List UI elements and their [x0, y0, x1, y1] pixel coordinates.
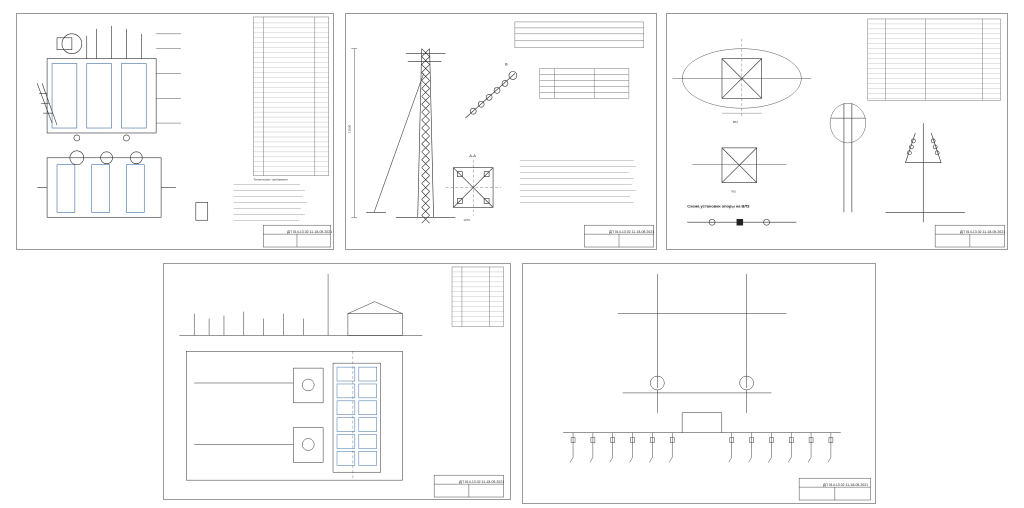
sheet-mount-drawing[interactable]: 854 760 Схема установки опоры на ВЛЗ ДП …	[666, 13, 1008, 250]
crossarm-width-dimension: 854	[733, 120, 738, 124]
single-line-diagram	[563, 273, 871, 501]
view-label: В	[505, 62, 508, 67]
mount-drawing: 854 760 Схема установки опоры на ВЛЗ	[672, 18, 1005, 248]
notes-title: Технические требования	[253, 178, 288, 182]
sheet-transformer-drawing[interactable]: Технические требования ДП 014-13.02.11-1…	[16, 13, 334, 250]
scheme-title: Схема установки опоры на ВЛЗ	[687, 203, 750, 208]
title-block-code: ДП 014-13.02.11-18-05.2021	[609, 230, 655, 234]
sheet-substation-layout[interactable]: ДП 014-13.02.11-18-05.2021	[163, 263, 511, 500]
title-block-code: ДП 014-13.02.11-18-05.2021	[823, 483, 869, 487]
tower-height-dimension: 12000	[347, 124, 351, 133]
sheet-tower-drawing[interactable]: 12000 1070 А-А В ДП 014-13.02.11-18-05.2…	[345, 13, 657, 250]
sheet-single-line-diagram[interactable]: ДП 014-13.02.11-18-05.2021	[522, 263, 876, 504]
title-block-code: ДП 014-13.02.11-18-05.2021	[459, 480, 505, 484]
section-base-dimension: 1070	[463, 218, 470, 222]
crossarm-height-dimension: 760	[731, 189, 736, 193]
substation-layout	[179, 266, 504, 498]
transformer-drawing: Технические требования	[36, 16, 331, 248]
tower-drawing: 12000 1070 А-А В	[347, 21, 654, 248]
section-label: А-А	[469, 153, 476, 158]
title-block-code: ДП 014-13.02.11-18-05.2021	[960, 230, 1006, 234]
title-block-code: ДП 014-13.02.11-18-05.2021	[287, 230, 333, 234]
